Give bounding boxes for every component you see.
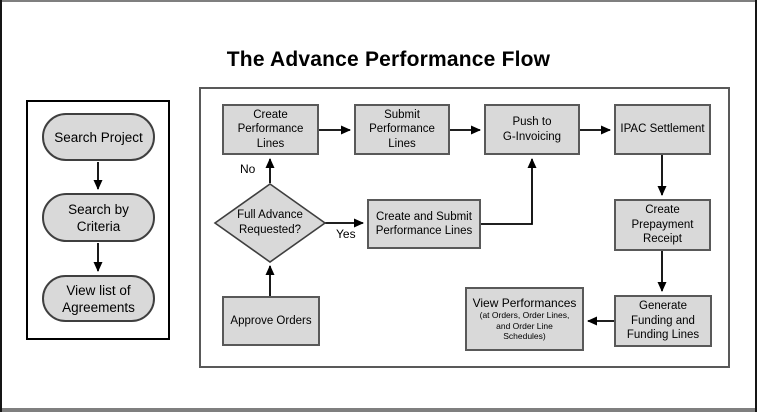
node-ipac-settlement: IPAC Settlement [614,104,711,155]
node-create-performance-lines: Create Performance Lines [222,104,319,155]
decision-yes-label: Yes [336,227,356,241]
node-create-prepayment-receipt: Create Prepayment Receipt [614,199,711,251]
node-search-by-criteria: Search by Criteria [42,193,155,242]
frame-top-edge [0,0,757,2]
node-approve-orders: Approve Orders [222,296,320,346]
page-title: The Advance Performance Flow [226,48,551,71]
frame-bottom-edge [0,408,757,412]
node-create-and-submit-performance-lines: Create and Submit Performance Lines [367,199,481,249]
view-performances-subtitle: (at Orders, Order Lines, and Order Line … [479,310,570,342]
node-search-project: Search Project [42,113,155,161]
node-push-to-g-invoicing: Push to G-Invoicing [484,104,580,155]
flow-container [199,87,730,368]
node-full-advance-requested-decision: Full Advance Requested? [237,209,303,236]
frame-left-edge [0,0,2,412]
decision-no-label: No [240,162,256,176]
sidebar-container [26,100,170,340]
frame-right-edge [755,0,757,412]
node-submit-performance-lines: Submit Performance Lines [354,104,450,155]
view-performances-title: View Performances [472,296,577,311]
node-generate-funding-and-funding-lines: Generate Funding and Funding Lines [614,295,712,347]
node-view-performances: View Performances (at Orders, Order Line… [465,287,584,351]
node-view-list-of-agreements: View list of Agreements [42,275,155,322]
